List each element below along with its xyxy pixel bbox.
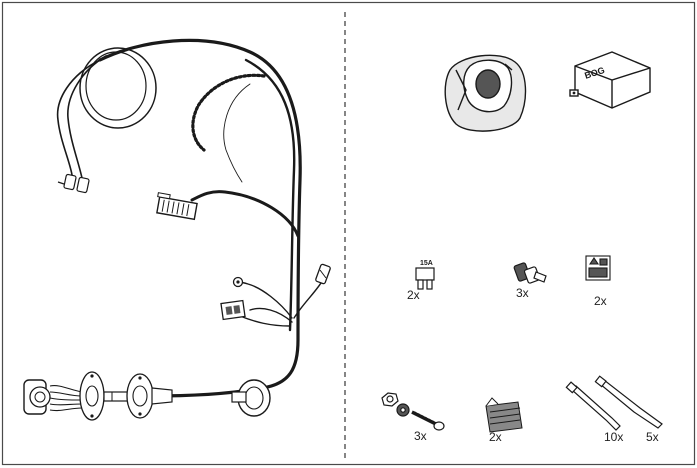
flat-plug-connector bbox=[220, 299, 246, 321]
fuse-icon: 15A bbox=[415, 260, 435, 290]
cable-tie-long-quantity-label: 10x bbox=[604, 430, 624, 444]
tape-strip-icon bbox=[485, 397, 523, 433]
spade-terminals bbox=[57, 173, 90, 194]
bullet-connector bbox=[315, 263, 331, 285]
socket-assembly bbox=[23, 371, 271, 421]
cable-connector-quantity-label: 3x bbox=[516, 286, 529, 300]
socket-housing bbox=[444, 54, 527, 132]
fuse-quantity-label: 2x bbox=[407, 288, 420, 302]
sticker-quantity-label: 2x bbox=[594, 294, 607, 308]
warning-sticker-icon bbox=[585, 255, 611, 281]
screw-set-quantity-label: 3x bbox=[414, 429, 427, 443]
fuse-rating-label: 15A bbox=[420, 260, 433, 267]
multipin-plug-connector bbox=[156, 192, 198, 221]
cable-tie-short-quantity-label: 5x bbox=[646, 430, 659, 444]
tape-quantity-label: 2x bbox=[489, 430, 502, 444]
cable-ties-icon bbox=[565, 375, 663, 431]
ring-terminal bbox=[232, 276, 244, 288]
screw-set-icon bbox=[381, 392, 445, 431]
electronic-module: BOG bbox=[569, 51, 651, 109]
cable-connector-icon bbox=[513, 262, 547, 284]
